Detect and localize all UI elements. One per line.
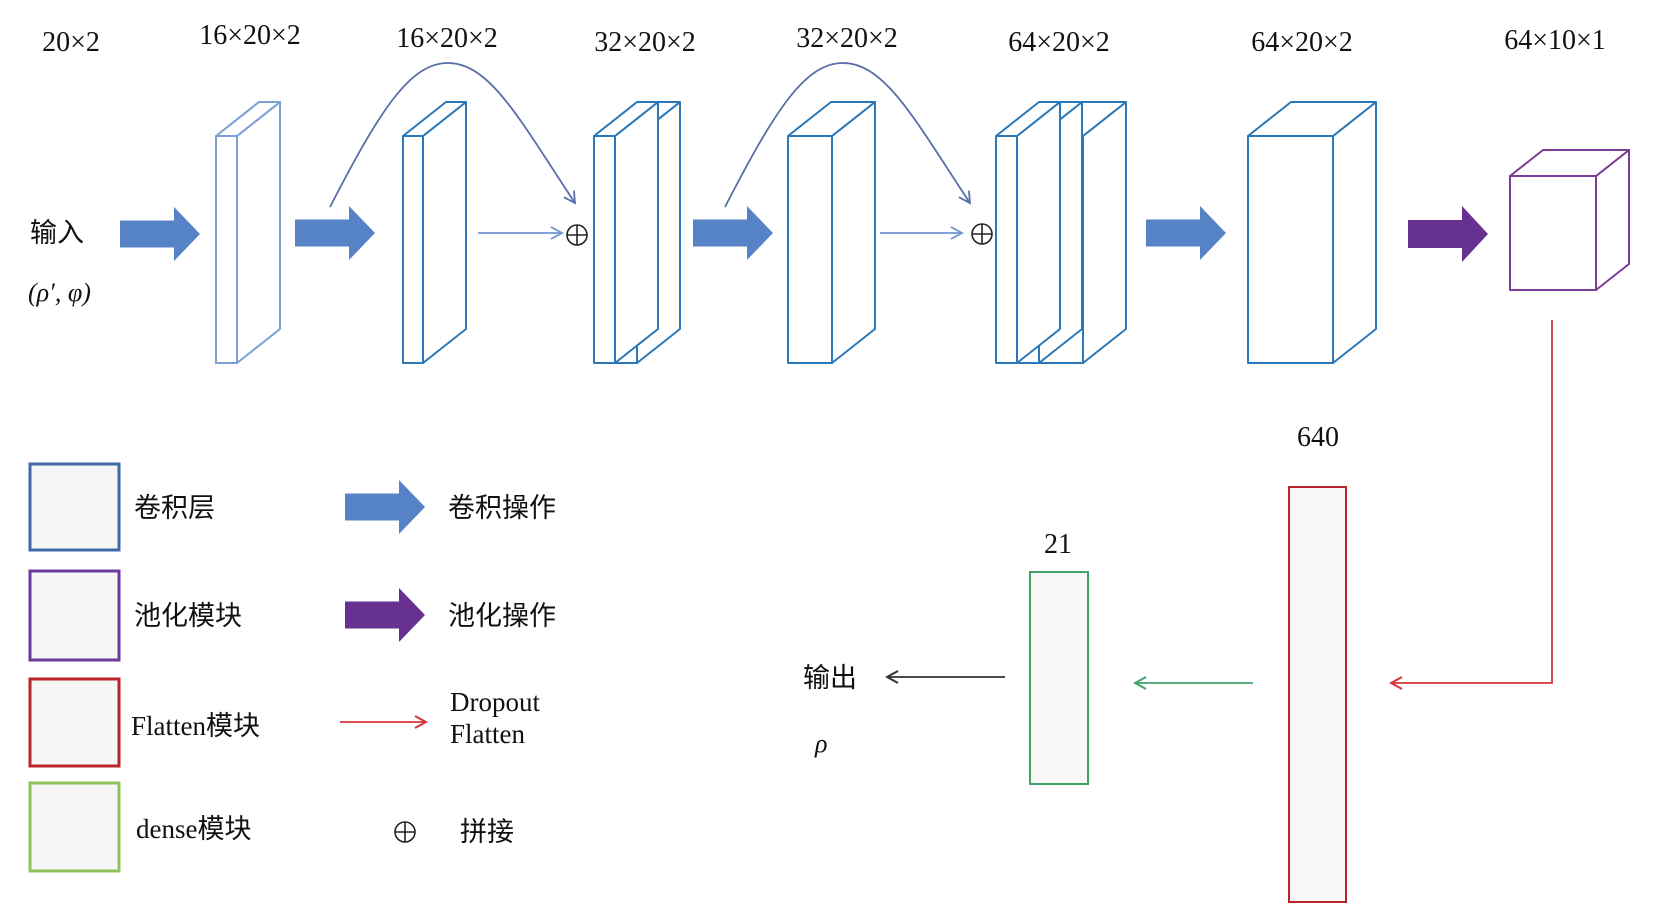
dim-label-concat2: 64×20×2 (1008, 27, 1110, 58)
legend-swatch-conv (28, 462, 121, 552)
skip-connection-curve-2 (724, 62, 972, 208)
dense-size-label: 21 (1044, 529, 1072, 560)
conv-block-4 (1247, 101, 1377, 364)
flatten-block (1288, 486, 1347, 903)
input-variables: (ρ′, φ) (28, 278, 91, 307)
pool-op-arrow (1408, 206, 1488, 262)
dim-label-conv2: 16×20×2 (396, 23, 498, 54)
conv-block-1 (215, 101, 281, 364)
legend-label-conv-op: 卷积操作 (448, 493, 556, 523)
legend-conv-arrow-icon (345, 480, 425, 534)
output-label: 输出 (803, 663, 857, 693)
dim-label-conv3: 32×20×2 (796, 23, 898, 54)
legend: 卷积层 池化模块 Flatten模块 dense模块 卷积操作 池化操作 Dro… (28, 462, 556, 873)
legend-label-dense: dense模块 (136, 814, 251, 844)
pool-block (1509, 149, 1630, 291)
dim-label-input: 20×2 (42, 27, 100, 58)
concat-block-2-slab-a (995, 101, 1061, 364)
dim-label-pool: 64×10×1 (1504, 25, 1606, 56)
dim-label-conv1: 16×20×2 (199, 20, 301, 51)
concat-icon-1 (566, 224, 588, 246)
dense-block (1029, 571, 1089, 785)
output-variable: ρ (814, 729, 827, 758)
legend-concat-icon (394, 821, 416, 843)
legend-swatch-flatten (28, 677, 121, 768)
conv-block-2 (402, 101, 467, 364)
legend-label-flatten-op: Flatten (450, 719, 525, 749)
legend-pool-arrow-icon (345, 588, 425, 642)
conv-op-arrow-4 (1146, 206, 1226, 260)
legend-swatch-dense (28, 781, 121, 873)
dim-label-concat1: 32×20×2 (594, 27, 696, 58)
input-label: 输入 (30, 218, 84, 248)
dim-label-conv4: 64×20×2 (1251, 27, 1353, 58)
conv-op-arrow-3 (693, 206, 773, 260)
legend-label-dropout: Dropout (450, 687, 540, 717)
concat-block-1-slab-a (593, 101, 659, 364)
legend-label-conv: 卷积层 (134, 493, 215, 523)
conv-op-arrow-2 (295, 206, 375, 260)
conv-block-3 (787, 101, 876, 364)
skip-connection-curve-1 (329, 62, 577, 208)
legend-label-pool: 池化模块 (134, 601, 242, 631)
legend-swatch-pool (28, 569, 121, 662)
flatten-connector-arrow (1391, 320, 1553, 683)
conv-op-arrow-1 (120, 207, 200, 261)
flatten-size-label: 640 (1297, 422, 1339, 453)
legend-label-flatten: Flatten模块 (131, 711, 260, 741)
legend-label-concat: 拼接 (460, 817, 514, 847)
legend-label-pool-op: 池化操作 (448, 601, 556, 631)
concat-icon-2 (971, 223, 993, 245)
